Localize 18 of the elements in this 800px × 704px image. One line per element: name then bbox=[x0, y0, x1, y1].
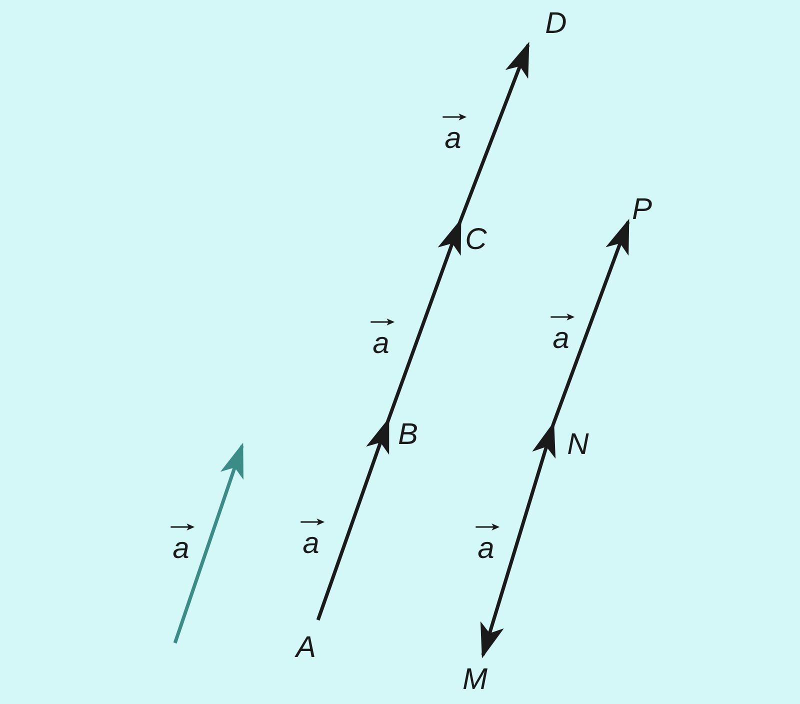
edge-label: a bbox=[302, 527, 320, 560]
vector-label: a bbox=[172, 532, 190, 565]
vector-arrow bbox=[458, 42, 530, 223]
point-label: A bbox=[296, 632, 316, 664]
vector-arrow bbox=[316, 418, 390, 621]
vector-arrow bbox=[551, 218, 630, 426]
point-label: B bbox=[398, 419, 418, 451]
vector-arrow bbox=[480, 422, 556, 658]
point-label: M bbox=[462, 664, 488, 696]
point-label: N bbox=[567, 429, 589, 461]
edge-label: a bbox=[552, 322, 570, 355]
point-label: D bbox=[545, 8, 567, 40]
edge-label: a bbox=[478, 532, 494, 565]
vector-arrow bbox=[386, 218, 462, 422]
point-label: P bbox=[632, 194, 652, 226]
edge-label: a bbox=[372, 327, 390, 360]
edge-label: a bbox=[444, 122, 462, 155]
point-label: C bbox=[465, 224, 487, 256]
